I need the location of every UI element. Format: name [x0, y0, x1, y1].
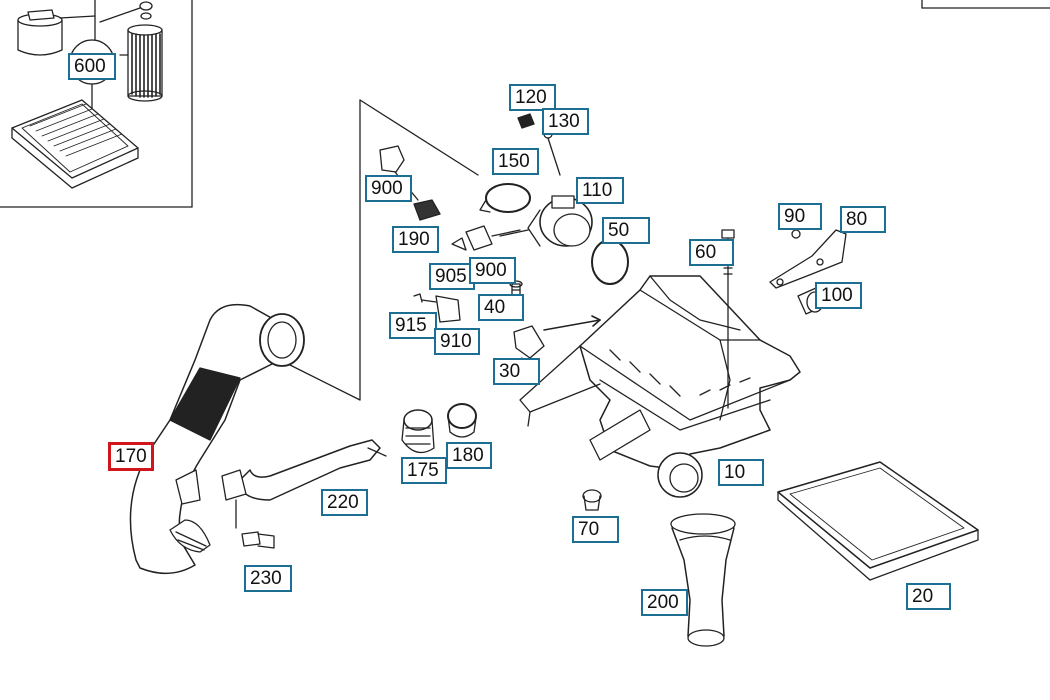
callout-600[interactable]: 600 [68, 53, 116, 80]
callout-50-label: 50 [608, 220, 630, 241]
callout-180[interactable]: 180 [446, 442, 492, 469]
callout-200[interactable]: 200 [641, 589, 688, 616]
callout-120-label: 120 [515, 87, 547, 108]
inlet-duct-drawing [670, 513, 736, 647]
callout-100-label: 100 [821, 285, 853, 306]
callout-20-label: 20 [912, 586, 934, 607]
callout-120[interactable]: 120 [509, 84, 556, 111]
callout-60[interactable]: 60 [689, 239, 734, 266]
intake-hose-drawing [129, 303, 305, 574]
callout-175[interactable]: 175 [401, 457, 447, 484]
callout-190-label: 190 [398, 229, 430, 250]
callout-110-label: 110 [582, 180, 613, 201]
callout-80[interactable]: 80 [840, 206, 886, 233]
callout-175-label: 175 [407, 460, 439, 481]
callout-30-label: 30 [499, 361, 521, 382]
callout-130[interactable]: 130 [542, 108, 589, 135]
callout-915[interactable]: 915 [389, 312, 437, 339]
callout-70-label: 70 [578, 519, 600, 540]
callout-80-label: 80 [846, 209, 868, 230]
callout-170[interactable]: 170 [108, 442, 154, 471]
air-filter-housing-drawing [519, 275, 801, 498]
callout-20[interactable]: 20 [906, 583, 951, 610]
callout-150-label: 150 [498, 151, 530, 172]
callout-230[interactable]: 230 [244, 565, 292, 592]
callout-50[interactable]: 50 [602, 217, 650, 244]
callout-40-label: 40 [484, 297, 506, 318]
callout-10-label: 10 [724, 462, 746, 483]
callout-100[interactable]: 100 [815, 282, 862, 309]
callout-900b[interactable]: 900 [469, 257, 516, 284]
fuel-filter-drawing [17, 0, 153, 56]
callout-910[interactable]: 910 [434, 328, 480, 355]
callout-910-label: 910 [440, 331, 472, 352]
maf-sensor-drawing [499, 195, 593, 247]
callout-220[interactable]: 220 [321, 489, 368, 516]
callout-180-label: 180 [452, 445, 484, 466]
callout-60-label: 60 [695, 242, 717, 263]
cabin-filter-drawing [11, 99, 139, 189]
callout-110[interactable]: 110 [576, 177, 624, 204]
callout-90[interactable]: 90 [778, 203, 822, 230]
callout-10[interactable]: 10 [718, 459, 764, 486]
callout-70[interactable]: 70 [572, 516, 619, 543]
oil-filter-drawing [119, 24, 163, 102]
callout-900b-label: 900 [475, 260, 507, 281]
callout-200-label: 200 [647, 592, 679, 613]
callout-130-label: 130 [548, 111, 580, 132]
callout-190[interactable]: 190 [392, 226, 439, 253]
callout-905-label: 905 [435, 266, 467, 287]
pipe-drawing [221, 439, 387, 529]
top-right-frame [921, 0, 1050, 9]
callout-220-label: 220 [327, 492, 359, 513]
callout-170-label: 170 [115, 446, 147, 467]
coupler-drawing [401, 409, 435, 454]
callout-230-label: 230 [250, 568, 282, 589]
inset-frame [0, 0, 193, 208]
air-filter-element-drawing [777, 461, 979, 581]
callout-90-label: 90 [784, 206, 806, 227]
callout-40[interactable]: 40 [478, 294, 524, 321]
callout-900a-label: 900 [371, 178, 403, 199]
callout-30[interactable]: 30 [493, 358, 540, 385]
callout-915-label: 915 [395, 315, 427, 336]
callout-150[interactable]: 150 [492, 148, 539, 175]
callout-900a[interactable]: 900 [365, 175, 412, 202]
callout-600-label: 600 [74, 56, 106, 77]
